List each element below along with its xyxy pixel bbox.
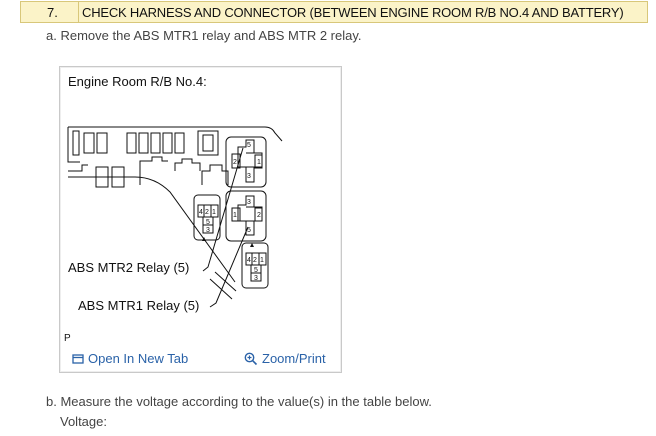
zoom-icon	[244, 352, 258, 365]
svg-text:5: 5	[206, 219, 210, 226]
svg-text:1: 1	[260, 257, 264, 264]
svg-text:5: 5	[254, 267, 258, 274]
step-title: CHECK HARNESS AND CONNECTOR (BETWEEN ENG…	[82, 4, 624, 20]
relay2-terminal-1: 1	[233, 212, 237, 219]
label-abs-mtr1-relay: ABS MTR1 Relay (5)	[78, 298, 200, 313]
step-number: 7.	[21, 2, 79, 22]
relay2-terminal-3: 3	[247, 199, 251, 206]
label-abs-mtr2-relay: ABS MTR2 Relay (5)	[68, 260, 190, 275]
relay-block-diagram: 5 2 1 3 3 1 2 5 4 2 1 5 3 4 2 1 5 3	[67, 126, 283, 308]
svg-text:3: 3	[254, 275, 258, 282]
svg-text:2: 2	[205, 209, 209, 216]
housing-diagonal-edge	[80, 176, 236, 283]
voltage-label: Voltage:	[60, 414, 107, 429]
relay2-terminal-2: 2	[257, 212, 261, 219]
leader-line-mtr1	[209, 226, 249, 308]
new-tab-icon	[72, 353, 84, 364]
relay1-terminal-1: 1	[257, 159, 261, 166]
svg-text:1: 1	[212, 209, 216, 216]
svg-text:4: 4	[247, 257, 251, 264]
zoom-print-label: Zoom/Print	[262, 351, 326, 366]
leader-line-mtr2	[202, 147, 244, 272]
instruction-b: b. Measure the voltage according to the …	[46, 394, 432, 409]
relay2-terminal-5: 5	[247, 227, 251, 234]
instruction-a: a. Remove the ABS MTR1 relay and ABS MTR…	[46, 28, 362, 43]
zoom-print-link[interactable]: Zoom/Print	[244, 351, 326, 366]
relay1-terminal-3: 3	[247, 173, 251, 180]
step-header: 7. CHECK HARNESS AND CONNECTOR (BETWEEN …	[20, 1, 648, 23]
svg-text:2: 2	[253, 257, 257, 264]
figure-code: P	[64, 333, 71, 344]
figure-title: Engine Room R/B No.4:	[68, 74, 207, 89]
relay1-terminal-5: 5	[247, 142, 251, 149]
small-relay-terminal-4: 4	[199, 209, 203, 216]
open-in-new-tab-label: Open In New Tab	[88, 351, 189, 366]
figure-box: Engine Room R/B No.4:	[59, 66, 342, 373]
housing-left-edge	[67, 127, 80, 163]
svg-text:3: 3	[206, 227, 210, 234]
housing-top-edge	[68, 126, 283, 142]
open-in-new-tab-link[interactable]: Open In New Tab	[72, 351, 188, 366]
relay1-terminal-2: 2	[233, 159, 237, 166]
